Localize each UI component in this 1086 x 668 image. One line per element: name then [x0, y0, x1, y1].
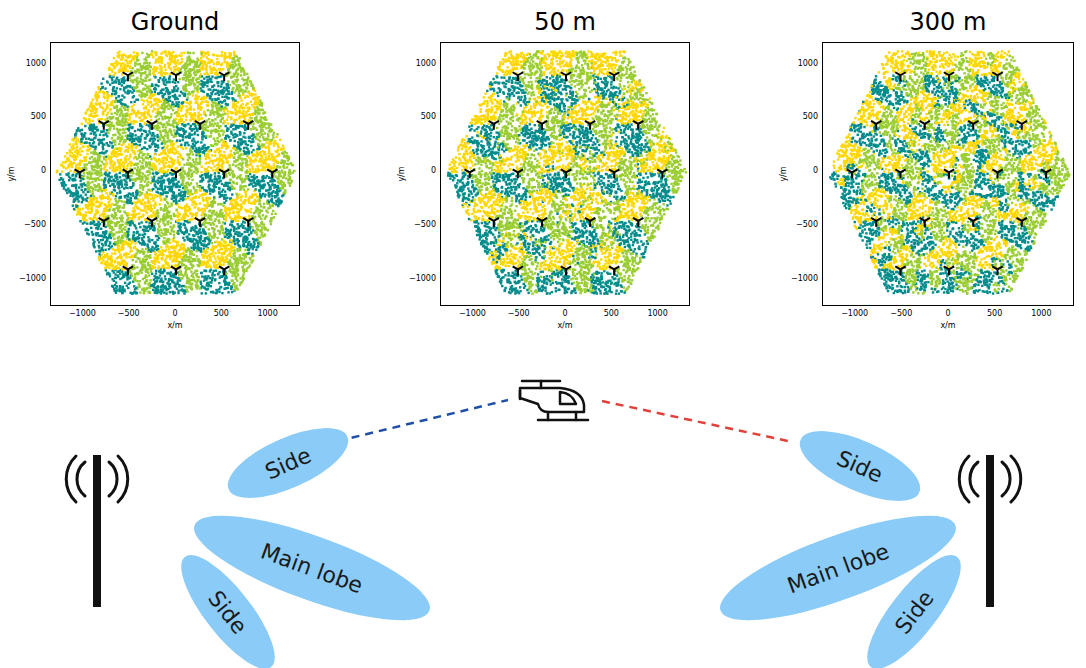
scatter-plot-frame [50, 42, 300, 306]
red-dashed-link [602, 401, 788, 441]
y-tick-label: 0 [431, 167, 436, 175]
x-axis-label: x/m [940, 322, 955, 330]
x-tick-label: 0 [562, 310, 567, 318]
x-tick-label: 1000 [647, 310, 667, 318]
x-tick-label: −1000 [69, 310, 96, 318]
y-tick-label: 0 [813, 167, 818, 175]
y-tick-label: 1000 [798, 60, 818, 68]
y-tick-label: 500 [803, 113, 818, 121]
y-tick-label: 1000 [416, 60, 436, 68]
x-tick-label: −500 [890, 310, 912, 318]
coverage-scatter [441, 43, 691, 307]
x-tick-label: 0 [945, 310, 950, 318]
beam-lobe: Side [218, 414, 357, 513]
x-tick-label: 500 [604, 310, 619, 318]
x-tick-label: 1000 [257, 310, 277, 318]
coverage-scatter [823, 43, 1075, 307]
panel-title: Ground [131, 10, 219, 34]
panel-title: 50 m [534, 10, 596, 34]
y-axis-label: y/m [8, 166, 16, 181]
x-tick-label: 500 [987, 310, 1002, 318]
x-tick-label: −500 [118, 310, 140, 318]
y-tick-label: 500 [31, 113, 46, 121]
y-tick-label: −1000 [791, 275, 818, 283]
x-tick-label: −500 [508, 310, 530, 318]
y-tick-label: −500 [414, 221, 436, 229]
helicopter-icon [520, 381, 588, 420]
y-tick-label: 500 [421, 113, 436, 121]
y-tick-label: −1000 [409, 275, 436, 283]
y-tick-label: 0 [41, 167, 46, 175]
y-tick-label: 1000 [26, 60, 46, 68]
left-tower [66, 455, 128, 607]
x-tick-label: 1000 [1031, 310, 1051, 318]
y-axis-label: y/m [398, 166, 406, 181]
y-tick-label: −1000 [19, 275, 46, 283]
y-tick-label: −500 [24, 221, 46, 229]
x-tick-label: −1000 [459, 310, 486, 318]
scatter-plot-frame [822, 42, 1074, 306]
y-tick-label: −500 [796, 221, 818, 229]
x-axis-label: x/m [557, 322, 572, 330]
blue-dashed-link [338, 400, 508, 441]
x-tick-label: −1000 [841, 310, 868, 318]
right-tower [959, 455, 1021, 607]
x-axis-label: x/m [167, 322, 182, 330]
coverage-scatter [51, 43, 301, 307]
scatter-plot-frame [440, 42, 690, 306]
beam-lobe: Side [790, 417, 929, 516]
x-tick-label: 500 [214, 310, 229, 318]
x-tick-label: 0 [172, 310, 177, 318]
y-axis-label: y/m [780, 166, 788, 181]
panel-title: 300 m [910, 10, 987, 34]
